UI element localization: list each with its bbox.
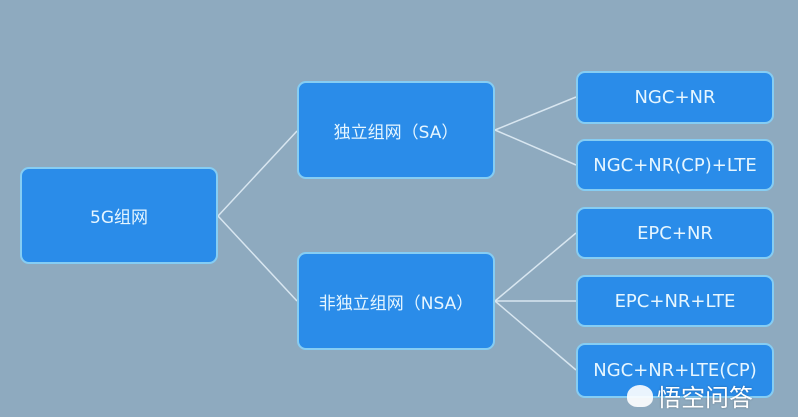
link-root-sa [217, 130, 298, 217]
leaf-label: NGC+NR(CP)+LTE [593, 154, 757, 176]
leaf-epc-nr: EPC+NR [576, 207, 774, 259]
nsa-label: 非独立组网（NSA） [318, 293, 474, 314]
link-sa-leaf2 [494, 129, 577, 166]
leaf-label: NGC+NR [634, 87, 716, 108]
watermark-text: 悟空问答 [657, 384, 753, 412]
leaf-ngc-nr: NGC+NR [576, 71, 774, 124]
leaf-label: EPC+NR [637, 222, 713, 244]
leaf-ngc-nr-cp-lte: NGC+NR(CP)+LTE [576, 139, 774, 191]
sa-node: 独立组网（SA） [297, 81, 495, 179]
leaf-epc-nr-lte: EPC+NR+LTE [576, 275, 774, 327]
root-node: 5G组网 [20, 167, 218, 264]
watermark: 悟空问答 [627, 378, 753, 413]
link-nsa-leaf1 [494, 232, 577, 302]
leaf-label: EPC+NR+LTE [614, 290, 736, 312]
root-label: 5G组网 [90, 208, 148, 228]
leaf-label: NGC+NR+LTE(CP) [593, 360, 757, 381]
wukong-logo-icon [627, 384, 653, 407]
link-nsa-leaf3 [494, 300, 577, 371]
link-root-nsa [217, 215, 298, 302]
sa-label: 独立组网（SA） [333, 122, 459, 143]
leaf-ngc-nr-lte-cp: NGC+NR+LTE(CP) [576, 343, 774, 398]
link-sa-leaf1 [494, 96, 577, 131]
nsa-node: 非独立组网（NSA） [297, 252, 495, 350]
